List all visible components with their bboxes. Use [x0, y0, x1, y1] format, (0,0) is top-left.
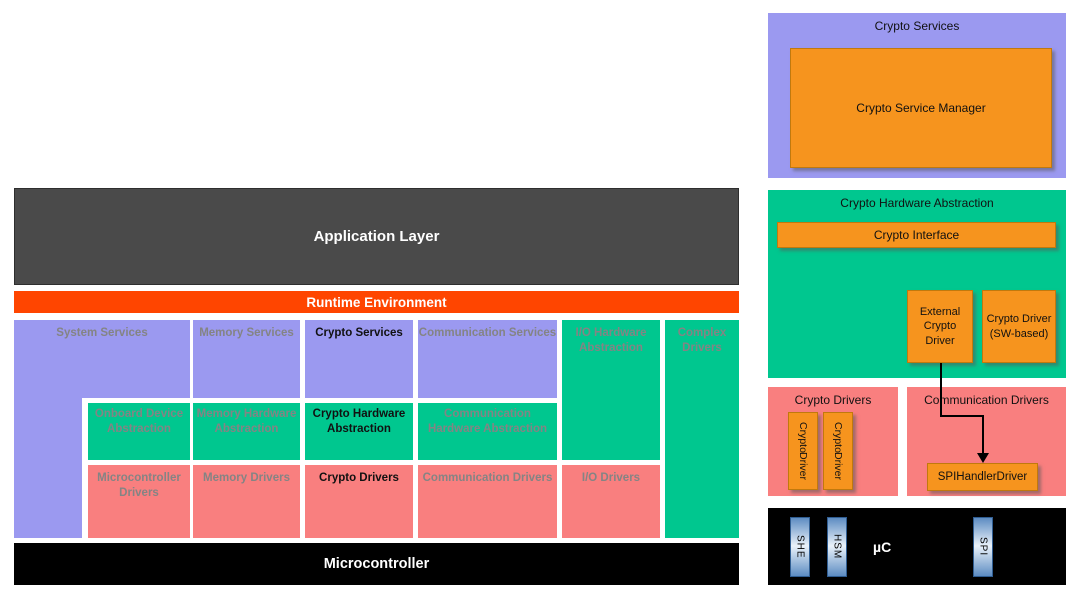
microcontroller-drivers-label: Microcontroller Drivers: [97, 472, 181, 499]
communication-services-box: Communication Services: [418, 320, 557, 398]
spi-handler-driver-box: SPIHandlerDriver: [927, 463, 1038, 491]
crypto-drivers-label: Crypto Drivers: [319, 472, 399, 484]
io-drivers-label: I/O Drivers: [581, 472, 641, 484]
system-services-label: System Services: [56, 327, 148, 339]
complex-drivers-label: Complex Drivers: [677, 327, 727, 354]
memory-services-label: Memory Services: [199, 327, 294, 339]
hsm-module-box: HSM: [827, 517, 847, 577]
crypto-service-manager-label: Crypto Service Manager: [856, 101, 986, 115]
memory-hardware-abstraction-box: Memory Hardware Abstraction: [193, 403, 300, 460]
crypto-hardware-abstraction-container: Crypto Hardware Abstraction Crypto Inter…: [768, 190, 1066, 378]
application-layer-label: Application Layer: [313, 228, 440, 245]
uc-bar: µC SHE HSM SPI: [768, 508, 1066, 585]
crypto-service-manager-box: Crypto Service Manager: [790, 48, 1052, 168]
uc-label: µC: [873, 539, 892, 555]
crypto-driver-1-line-2: Driver: [797, 452, 809, 481]
crypto-driver-sw-based-box: Crypto Driver (SW-based): [982, 290, 1056, 363]
crypto-interface-box: Crypto Interface: [777, 222, 1056, 248]
runtime-environment-label: Runtime Environment: [306, 294, 447, 310]
crypto-hardware-abstraction-label: Crypto Hardware Abstraction: [312, 408, 406, 435]
io-hardware-abstraction-label: I/O Hardware Abstraction: [575, 327, 647, 354]
communication-drivers-section-title: Communication Drivers: [924, 393, 1049, 407]
external-crypto-driver-label: External Crypto Driver: [919, 306, 961, 347]
spi-module-box: SPI: [973, 517, 993, 577]
complex-drivers-box: Complex Drivers: [665, 320, 739, 538]
memory-hardware-abstraction-label: Memory Hardware Abstraction: [196, 408, 297, 435]
communication-drivers-section: Communication Drivers SPIHandlerDriver: [907, 387, 1066, 496]
she-module-label: SHE: [794, 535, 806, 559]
she-module-box: SHE: [790, 517, 810, 577]
runtime-environment-bar: Runtime Environment: [14, 291, 739, 313]
crypto-driver-vertical-box-1: Crypto Driver: [788, 412, 818, 490]
crypto-services-container-title: Crypto Services: [874, 19, 960, 33]
crypto-driver-vertical-box-2: Crypto Driver: [823, 412, 853, 490]
memory-drivers-box: Memory Drivers: [193, 465, 300, 538]
onboard-device-abstraction-box: Onboard Device Abstraction: [88, 403, 190, 460]
memory-services-box: Memory Services: [193, 320, 300, 398]
crypto-drivers-box: Crypto Drivers: [305, 465, 413, 538]
external-crypto-driver-box: External Crypto Driver: [907, 290, 973, 363]
crypto-services-label: Crypto Services: [315, 327, 403, 339]
application-layer-box: Application Layer: [14, 188, 739, 285]
crypto-driver-sw-based-label: Crypto Driver (SW-based): [986, 313, 1052, 340]
onboard-device-abstraction-label: Onboard Device Abstraction: [94, 408, 184, 435]
crypto-drivers-section: Crypto Drivers Crypto Driver Crypto Driv…: [768, 387, 898, 496]
crypto-drivers-section-title: Crypto Drivers: [794, 393, 872, 407]
io-hardware-abstraction-box: I/O Hardware Abstraction: [562, 320, 660, 460]
microcontroller-bar: Microcontroller: [14, 543, 739, 585]
spi-handler-driver-label: SPIHandlerDriver: [937, 471, 1028, 483]
io-drivers-box: I/O Drivers: [562, 465, 660, 538]
memory-drivers-label: Memory Drivers: [203, 472, 290, 484]
hsm-module-label: HSM: [831, 534, 843, 560]
crypto-hardware-abstraction-container-title: Crypto Hardware Abstraction: [840, 196, 994, 210]
communication-drivers-box: Communication Drivers: [418, 465, 557, 538]
communication-services-label: Communication Services: [418, 327, 557, 339]
crypto-driver-2-line-2: Driver: [832, 452, 844, 481]
crypto-interface-label: Crypto Interface: [873, 228, 960, 242]
crypto-driver-2-line-1: Crypto: [832, 421, 844, 453]
communication-hardware-abstraction-box: Communication Hardware Abstraction: [418, 403, 557, 460]
crypto-hardware-abstraction-box: Crypto Hardware Abstraction: [305, 403, 413, 460]
crypto-services-container: Crypto Services Crypto Service Manager: [768, 13, 1066, 178]
communication-hardware-abstraction-label: Communication Hardware Abstraction: [427, 408, 548, 435]
system-services-box: System Services: [14, 320, 190, 398]
communication-drivers-label: Communication Drivers: [422, 472, 553, 484]
microcontroller-drivers-box: Microcontroller Drivers: [88, 465, 190, 538]
external-driver-to-spi-arrow: [940, 363, 989, 463]
crypto-services-box: Crypto Services: [305, 320, 413, 398]
crypto-driver-1-line-1: Crypto: [797, 421, 809, 453]
spi-module-label: SPI: [977, 537, 989, 557]
microcontroller-bar-label: Microcontroller: [323, 556, 430, 572]
